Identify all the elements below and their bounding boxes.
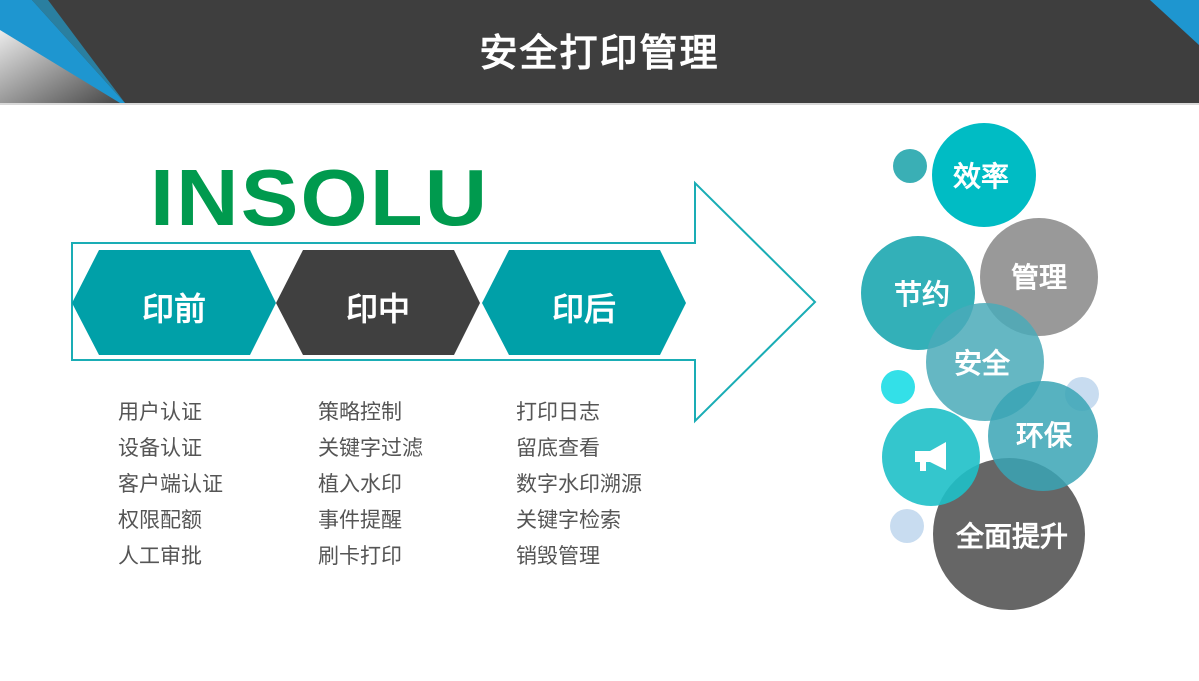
label-saving: 节约 (893, 278, 951, 311)
post-stage-list: 打印日志 留底查看 数字水印溯源 关键字检索 销毁管理 (516, 394, 642, 574)
label-eco: 环保 (1015, 419, 1073, 452)
title-bar: 安全打印管理 (0, 0, 1199, 105)
list-item: 销毁管理 (516, 544, 600, 568)
bubble-management (980, 218, 1098, 336)
label-efficiency: 效率 (952, 160, 1010, 193)
process-arrow (71, 180, 817, 424)
bubble-overall (933, 458, 1085, 610)
decor-dot (890, 509, 924, 543)
benefit-bubbles (861, 123, 1099, 610)
bubble-efficiency (932, 123, 1036, 227)
list-item: 刷卡打印 (318, 544, 402, 568)
list-item: 数字水印溯源 (516, 472, 642, 496)
list-item: 打印日志 (516, 400, 600, 424)
stage-label-during: 印中 (345, 290, 410, 328)
pre-stage-list: 用户认证 设备认证 客户端认证 权限配额 人工审批 (118, 394, 223, 574)
stage-label-post: 印后 (551, 290, 616, 328)
hexagon-pre (72, 250, 276, 355)
decor-dot (893, 149, 927, 183)
megaphone-icon (915, 442, 946, 471)
label-overall: 全面提升 (955, 520, 1069, 553)
list-item: 策略控制 (318, 400, 402, 424)
list-item: 关键字检索 (516, 508, 621, 532)
page-title: 安全打印管理 (479, 31, 720, 75)
hexagon-during (276, 250, 480, 355)
stage-label-pre: 印前 (141, 290, 206, 328)
list-item: 人工审批 (118, 544, 202, 568)
insolu-logo: INSOLU (150, 153, 490, 242)
header-decoration (0, 0, 1199, 103)
list-item: 用户认证 (118, 400, 202, 424)
list-item: 植入水印 (318, 472, 402, 496)
list-item: 设备认证 (118, 436, 202, 460)
list-item: 权限配额 (118, 508, 202, 532)
list-item: 事件提醒 (318, 508, 402, 532)
during-stage-list: 策略控制 关键字过滤 植入水印 事件提醒 刷卡打印 (318, 394, 423, 574)
list-item: 留底查看 (516, 436, 600, 460)
list-item: 关键字过滤 (318, 436, 423, 460)
decor-dot (881, 370, 915, 404)
bubble-eco (988, 381, 1098, 491)
hexagon-post (482, 250, 686, 355)
list-item: 客户端认证 (118, 472, 223, 496)
label-security: 安全 (953, 347, 1011, 380)
label-management: 管理 (1010, 261, 1068, 294)
